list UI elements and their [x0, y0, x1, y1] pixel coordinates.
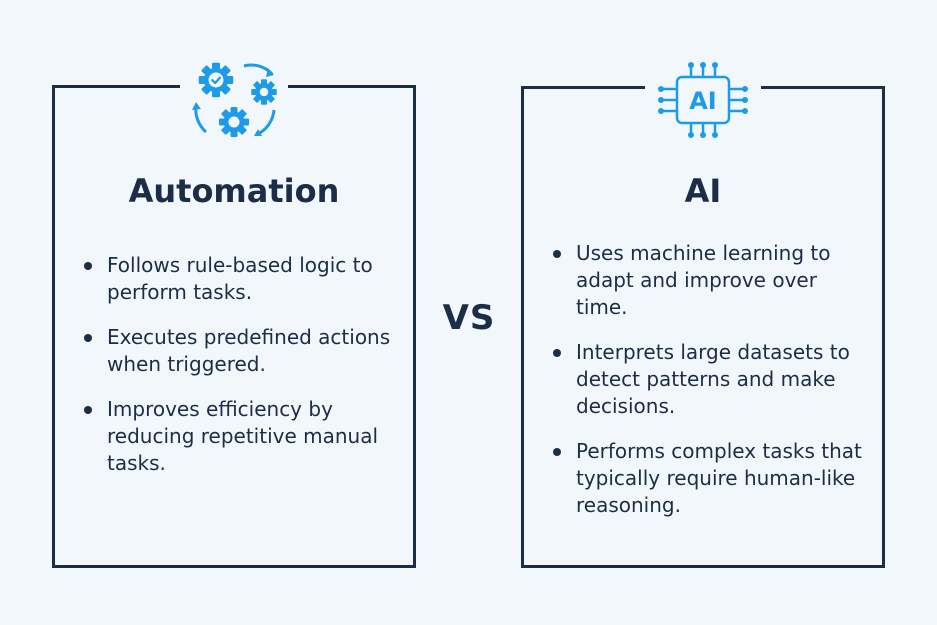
ai-chip-svg: AI [658, 62, 748, 138]
automation-title: Automation [128, 172, 340, 210]
list-item: Follows rule-based logic to perform task… [80, 252, 400, 306]
ai-bullet-list: Uses machine learning to adapt and impro… [549, 240, 869, 537]
list-item: Uses machine learning to adapt and impro… [549, 240, 869, 321]
ai-title: AI [684, 172, 722, 210]
list-item: Interprets large datasets to detect patt… [549, 339, 869, 420]
automation-bullet-list: Follows rule-based logic to perform task… [80, 252, 400, 495]
list-item: Improves efficiency by reducing repetiti… [80, 396, 400, 477]
gears-svg [192, 62, 277, 137]
list-item: Performs complex tasks that typically re… [549, 438, 869, 519]
list-item: Executes predefined actions when trigger… [80, 324, 400, 378]
ai-chip-icon: AI [645, 52, 761, 148]
chip-label: AI [689, 87, 717, 115]
gears-cycle-icon [180, 52, 288, 148]
vs-label: VS [442, 298, 496, 338]
